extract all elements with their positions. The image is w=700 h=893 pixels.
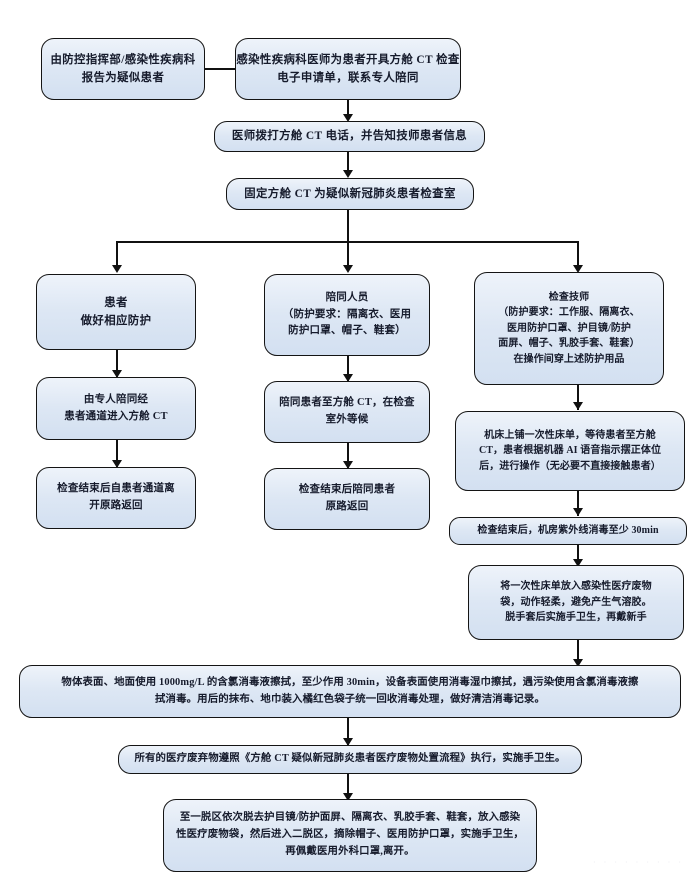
node-line: 袋，动作轻柔，避免产生气溶胶。 (500, 596, 652, 608)
node-line: 开原路返回 (89, 500, 143, 511)
arrow-n6-n7 (112, 460, 122, 468)
arrow-n9-n10 (343, 461, 353, 469)
node-line: 医用防护口罩、护目镜/防护 (506, 322, 632, 334)
node-line: （防护要求：工作服、隔离衣、 (498, 307, 640, 319)
node-line: 固定方舱 CT 为疑似新冠肺炎患者检查室 (244, 187, 456, 200)
node-line: 室外等候 (325, 414, 369, 425)
node-line: CT，患者根据机器 AI 语音指示摆正体位 (478, 445, 662, 457)
node-line: 检查技师 (548, 291, 590, 303)
connector-n5-n6 (116, 350, 118, 377)
arrow-n2-n3 (343, 114, 353, 122)
node-line: 至一脱区依次脱去护目镜/防护面屏、隔离衣、乳胶手套、鞋套，放入感染 (179, 812, 521, 824)
arrow-n11-n12 (573, 402, 583, 410)
node-surface-disinfection: 物体表面、地面使用 1000mg/L 的含氯消毒液擦拭，至少作用 30min，设… (19, 665, 681, 718)
connector-branch-right (577, 241, 579, 269)
node-line: 检查结束后自患者通道离 (57, 483, 175, 495)
arrow-branch-middle (343, 265, 353, 273)
node-line: 陪同人员 (325, 292, 369, 304)
node-line: 脱手套后实施手卫生，再戴新手 (505, 612, 647, 624)
connector-n1-n2 (205, 68, 235, 70)
arrow-n12-n13 (573, 508, 583, 516)
node-line: 检查结束后陪同患者 (298, 484, 396, 496)
arrow-n5-n6 (112, 370, 122, 378)
node-scan-operation: 机床上铺一次性床单，等待患者至方舱 CT，患者根据机器 AI 语音指示摆正体位 … (455, 411, 685, 491)
node-line: 原路返回 (325, 501, 369, 512)
node-patient-protection: 患者 做好相应防护 (36, 274, 196, 350)
node-line: 拭消毒。用后的抹布、地巾装入橘红色袋子统一回收消毒处理，做好清洁消毒记录。 (155, 693, 545, 705)
node-line: 防护口罩、帽子、鞋套） (288, 325, 406, 337)
node-line: 感染性疾病科医师为患者开具方舱 CT 检查 (236, 53, 460, 66)
connector-n11-n12 (577, 385, 579, 410)
arrow-n15-n16 (343, 738, 353, 746)
node-order-request: 感染性疾病科医师为患者开具方舱 CT 检查 电子申请单，联系专人陪同 (235, 38, 461, 100)
node-bedsheet-disposal: 将一次性床单放入感染性医疗废物 袋，动作轻柔，避免产生气溶胶。 脱手套后实施手卫… (468, 565, 684, 640)
arrow-n14-n15 (573, 659, 583, 667)
arrow-n13-n14 (573, 559, 583, 567)
node-line: 由专人陪同经 (83, 393, 149, 405)
node-patient-exit-return: 检查结束后自患者通道离 开原路返回 (36, 467, 196, 529)
connector-n12-n13 (577, 491, 579, 516)
arrow-n3-n4 (343, 170, 353, 178)
node-call-technician: 医师拨打方舱 CT 电话，并告知技师患者信息 (214, 121, 485, 152)
connector-n2-n3 (347, 100, 349, 118)
arrow-n8-n9 (343, 374, 353, 382)
connector-n15-n16 (347, 718, 349, 745)
connector-n6-n7 (116, 440, 118, 467)
node-line: 性医疗废物袋，然后进入二脱区，摘除帽子、医用防护口罩，实施手卫生， (176, 829, 524, 841)
connector-branch-stem (347, 210, 349, 242)
arrow-branch-left (112, 265, 122, 273)
node-doffing-procedure: 至一脱区依次脱去护目镜/防护面屏、隔离衣、乳胶手套、鞋套，放入感染 性医疗废物袋… (163, 799, 537, 872)
node-dedicated-ct-room: 固定方舱 CT 为疑似新冠肺炎患者检查室 (226, 178, 474, 210)
node-medical-waste: 所有的医疗废弃物遵照《方舱 CT 疑似新冠肺炎患者医疗废物处置流程》执行，实施手… (118, 745, 582, 774)
node-uv-disinfection: 检查结束后，机房紫外线消毒至少 30min (449, 517, 687, 545)
node-line: 面屏、帽子、乳胶手套、鞋套） (498, 338, 640, 350)
node-line: 由防控指挥部/感染性疾病科 (50, 53, 196, 66)
node-line: 医师拨打方舱 CT 电话，并告知技师患者信息 (231, 130, 468, 143)
arrow-n16-n17 (343, 793, 353, 801)
node-line: 电子申请单，联系专人陪同 (277, 72, 419, 84)
connector-n3-n4 (347, 152, 349, 175)
arrow-branch-right (573, 265, 583, 273)
connector-branch-left (116, 241, 118, 269)
node-line: 后，进行操作（无必要不直接接触患者） (479, 460, 661, 472)
node-line: （防护要求：隔离衣、医用 (282, 308, 412, 320)
node-patient-escorted-entry: 由专人陪同经 患者通道进入方舱 CT (36, 377, 196, 440)
node-line: 陪同患者至方舱 CT，在检查 (279, 397, 415, 409)
node-line: 机床上铺一次性床单，等待患者至方舱 (484, 429, 656, 441)
node-escort-wait-outside: 陪同患者至方舱 CT，在检查 室外等候 (264, 381, 430, 443)
connector-n13-n14 (577, 545, 579, 567)
node-line: 患者 (104, 296, 128, 309)
node-line: 患者通道进入方舱 CT (64, 410, 168, 422)
connector-n8-n9 (347, 356, 349, 382)
connector-n9-n10 (347, 443, 349, 469)
node-line: 在操作间穿上述防护用品 (513, 353, 625, 365)
connector-n14-n15 (577, 640, 579, 668)
connector-n16-n17 (347, 774, 349, 800)
node-line: 检查结束后，机房紫外线消毒至少 30min (477, 525, 659, 537)
node-technician-ppe: 检查技师 （防护要求：工作服、隔离衣、 医用防护口罩、护目镜/防护 面屏、帽子、… (474, 272, 664, 385)
node-line: 再佩戴医用外科口罩,离开。 (285, 845, 415, 857)
node-escort-ppe: 陪同人员 （防护要求：隔离衣、医用 防护口罩、帽子、鞋套） (264, 274, 430, 356)
connector-branch-middle (347, 241, 349, 269)
watermark: · · · · · · · · · (593, 858, 684, 867)
node-line: 物体表面、地面使用 1000mg/L 的含氯消毒液擦拭，至少作用 30min，设… (61, 676, 639, 688)
node-line: 做好相应防护 (80, 315, 152, 327)
node-line: 将一次性床单放入感染性医疗废物 (500, 581, 652, 593)
node-line: 报告为疑似患者 (81, 72, 165, 84)
node-escort-return: 检查结束后陪同患者 原路返回 (264, 468, 430, 530)
node-line: 所有的医疗废弃物遵照《方舱 CT 疑似新冠肺炎患者医疗废物处置流程》执行，实施手… (134, 753, 566, 765)
node-referral-source: 由防控指挥部/感染性疾病科 报告为疑似患者 (41, 38, 205, 100)
